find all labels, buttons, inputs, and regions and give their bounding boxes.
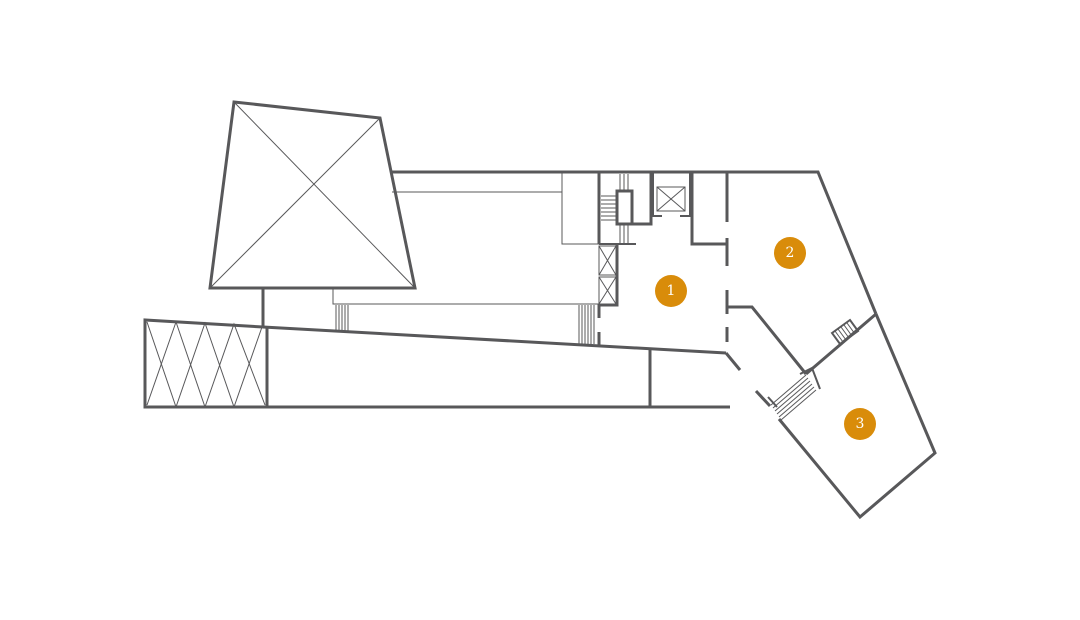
elevator <box>652 172 691 217</box>
room-marker-1[interactable]: 1 <box>655 275 687 307</box>
stairs-left <box>335 305 349 331</box>
room-marker-3-label: 3 <box>856 416 865 432</box>
room-marker-3[interactable]: 3 <box>844 408 876 440</box>
stairs-wing-lower <box>767 366 821 421</box>
stairs-center <box>578 305 595 344</box>
corridor-lines <box>332 172 599 305</box>
room-marker-2-label: 2 <box>786 245 795 261</box>
building-walls <box>143 170 937 520</box>
storage-hatch <box>146 320 266 409</box>
room-marker-2[interactable]: 2 <box>774 237 806 269</box>
stairs-wing-upper <box>830 318 860 346</box>
stair-core <box>597 172 653 345</box>
atrium-block <box>208 100 417 290</box>
room-marker-1-label: 1 <box>667 283 676 299</box>
